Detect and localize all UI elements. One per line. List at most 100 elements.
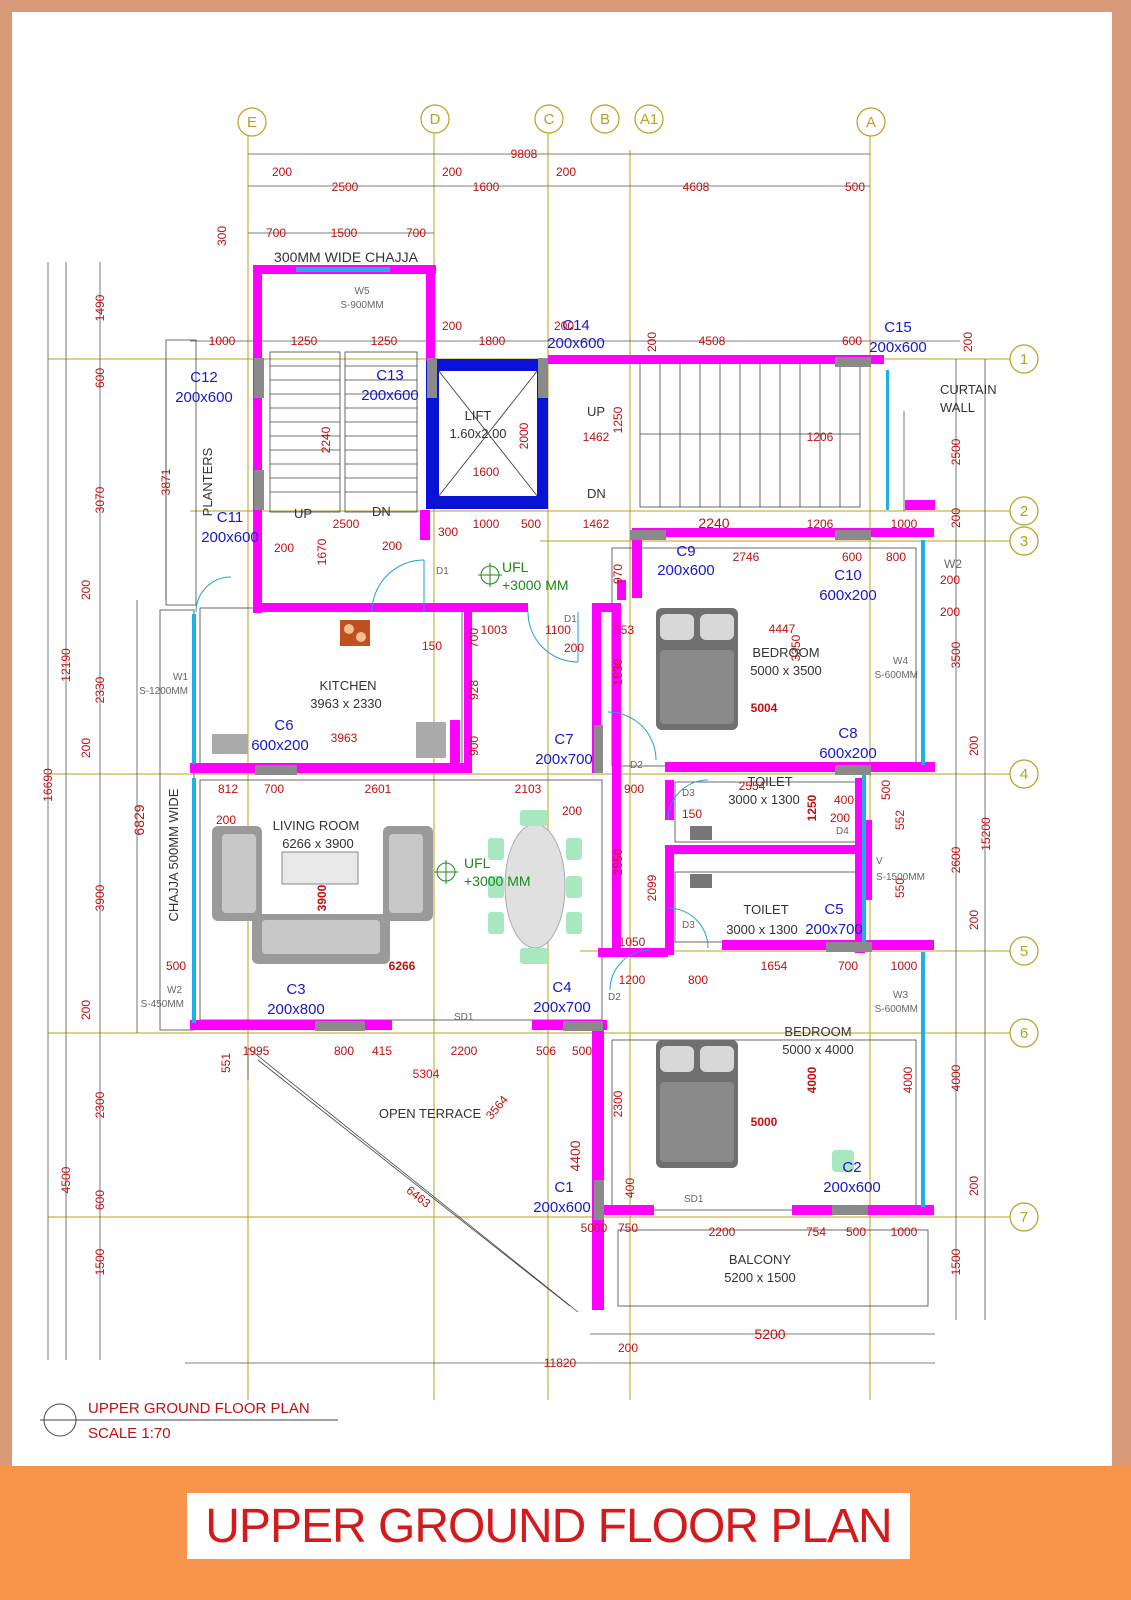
svg-text:2200: 2200 xyxy=(451,1044,478,1058)
svg-text:1050: 1050 xyxy=(619,935,646,949)
ufl-marker-2 xyxy=(434,860,458,884)
svg-text:4447: 4447 xyxy=(769,622,796,636)
svg-text:600: 600 xyxy=(842,334,862,348)
grid-bubble-A1: A1 xyxy=(634,104,664,134)
svg-text:2500: 2500 xyxy=(333,517,360,531)
svg-text:553: 553 xyxy=(614,623,634,637)
svg-text:6266: 6266 xyxy=(389,959,416,973)
col-c9-id: C9 xyxy=(676,543,695,560)
svg-text:500: 500 xyxy=(846,1225,866,1239)
svg-text:1000: 1000 xyxy=(891,517,918,531)
svg-text:928: 928 xyxy=(467,680,481,700)
room-name-bedroom-1: BEDROOM xyxy=(752,645,819,660)
room-name-toilet-1: TOILET xyxy=(747,774,792,789)
grid-bubble-C: C xyxy=(534,104,564,134)
col-c5-size: 200x700 xyxy=(805,921,863,938)
svg-text:1100: 1100 xyxy=(545,623,571,637)
chajja-top-label: 300MM WIDE CHAJJA xyxy=(274,249,419,265)
svg-text:200: 200 xyxy=(216,813,236,827)
balcony-chair-icon xyxy=(832,1150,854,1172)
svg-text:754: 754 xyxy=(806,1225,826,1239)
col-c15-id: C15 xyxy=(884,319,912,336)
room-name-living: LIVING ROOM xyxy=(273,818,360,833)
window-w2: W2 xyxy=(167,985,182,996)
svg-text:200: 200 xyxy=(967,736,981,756)
ufl-label-2: UFL xyxy=(464,855,491,871)
door-sd1-b: SD1 xyxy=(684,1194,704,1205)
svg-text:C: C xyxy=(544,111,555,128)
svg-text:1500: 1500 xyxy=(93,1248,107,1275)
svg-text:2240: 2240 xyxy=(698,515,729,531)
window-w3: W3 xyxy=(893,990,908,1001)
sink-icon xyxy=(212,734,248,754)
svg-text:1200: 1200 xyxy=(619,973,646,987)
page-title: UPPER GROUND FLOOR PLAN xyxy=(205,1499,892,1553)
col-c15-size: 200x600 xyxy=(869,339,927,356)
svg-text:15200: 15200 xyxy=(979,817,993,851)
grid-bubble-1: 1 xyxy=(1009,344,1039,374)
col-c12-id: C12 xyxy=(190,369,218,386)
svg-text:A: A xyxy=(866,114,876,131)
ufl-level-2: +3000 MM xyxy=(464,873,531,889)
stair-dn-left: DN xyxy=(372,504,391,519)
svg-text:11820: 11820 xyxy=(544,1356,577,1370)
col-c12-size: 200x600 xyxy=(175,389,233,406)
col-c1-size: 200x600 xyxy=(533,1199,591,1216)
svg-text:5200: 5200 xyxy=(754,1326,785,1342)
window-w1: W1 xyxy=(173,672,188,683)
svg-text:200: 200 xyxy=(564,641,584,655)
svg-text:970: 970 xyxy=(611,564,625,584)
svg-text:200: 200 xyxy=(554,319,574,333)
grid-bubble-4: 4 xyxy=(1009,759,1039,789)
svg-text:500: 500 xyxy=(572,1044,592,1058)
svg-text:200: 200 xyxy=(967,910,981,930)
col-c14-size: 200x600 xyxy=(547,335,605,352)
fridge-icon xyxy=(416,722,446,758)
svg-text:12190: 12190 xyxy=(59,648,73,682)
col-c4-size: 200x700 xyxy=(533,999,591,1016)
grid-bubble-A: A xyxy=(856,107,886,137)
col-c7-id: C7 xyxy=(554,731,573,748)
svg-text:1206: 1206 xyxy=(807,517,834,531)
svg-text:200: 200 xyxy=(272,165,292,179)
svg-text:150: 150 xyxy=(682,807,702,821)
svg-text:1490: 1490 xyxy=(93,294,107,321)
svg-text:2850: 2850 xyxy=(611,848,625,875)
window-w1-size: S-1200MM xyxy=(139,686,188,697)
col-c4-id: C4 xyxy=(552,979,571,996)
col-c5-id: C5 xyxy=(824,901,843,918)
col-c13-id: C13 xyxy=(376,367,404,384)
room-size-living: 6266 x 3900 xyxy=(282,836,354,851)
col-c3-id: C3 xyxy=(286,981,305,998)
svg-text:5000: 5000 xyxy=(751,1115,778,1129)
svg-text:552: 552 xyxy=(893,810,907,830)
svg-text:700: 700 xyxy=(266,226,286,240)
coffee-table-icon xyxy=(281,851,359,885)
svg-text:1000: 1000 xyxy=(473,517,500,531)
svg-text:550: 550 xyxy=(893,878,907,898)
svg-text:4000: 4000 xyxy=(901,1066,915,1093)
planters-label: PLANTERS xyxy=(200,447,215,516)
svg-text:A1: A1 xyxy=(640,111,658,128)
window-w2-right: W2 xyxy=(944,557,962,571)
drawing-note: UPPER GROUND FLOOR PLAN SCALE 1:70 xyxy=(40,1400,338,1442)
svg-text:150: 150 xyxy=(422,639,442,653)
svg-text:2103: 2103 xyxy=(515,782,542,796)
door-d1-b: D1 xyxy=(564,614,577,625)
svg-text:2554: 2554 xyxy=(739,779,766,793)
svg-text:200: 200 xyxy=(961,332,975,352)
svg-text:700: 700 xyxy=(467,628,481,648)
svg-text:900: 900 xyxy=(624,782,644,796)
dimension-texts: 9808 200 2500 200 1600 200 4608 500 300 … xyxy=(41,147,993,1370)
grid-bubble-2: 2 xyxy=(1009,496,1039,526)
svg-text:1462: 1462 xyxy=(583,430,610,444)
stair-dn-right: DN xyxy=(587,486,606,501)
svg-text:200: 200 xyxy=(949,508,963,528)
svg-text:1654: 1654 xyxy=(761,959,788,973)
svg-text:4000: 4000 xyxy=(949,1064,963,1091)
svg-text:2099: 2099 xyxy=(645,874,659,901)
footer-title-box: UPPER GROUND FLOOR PLAN xyxy=(187,1493,910,1559)
wc-icon-1 xyxy=(690,826,712,840)
col-c11-id: C11 xyxy=(217,509,243,526)
svg-text:200: 200 xyxy=(79,580,93,600)
